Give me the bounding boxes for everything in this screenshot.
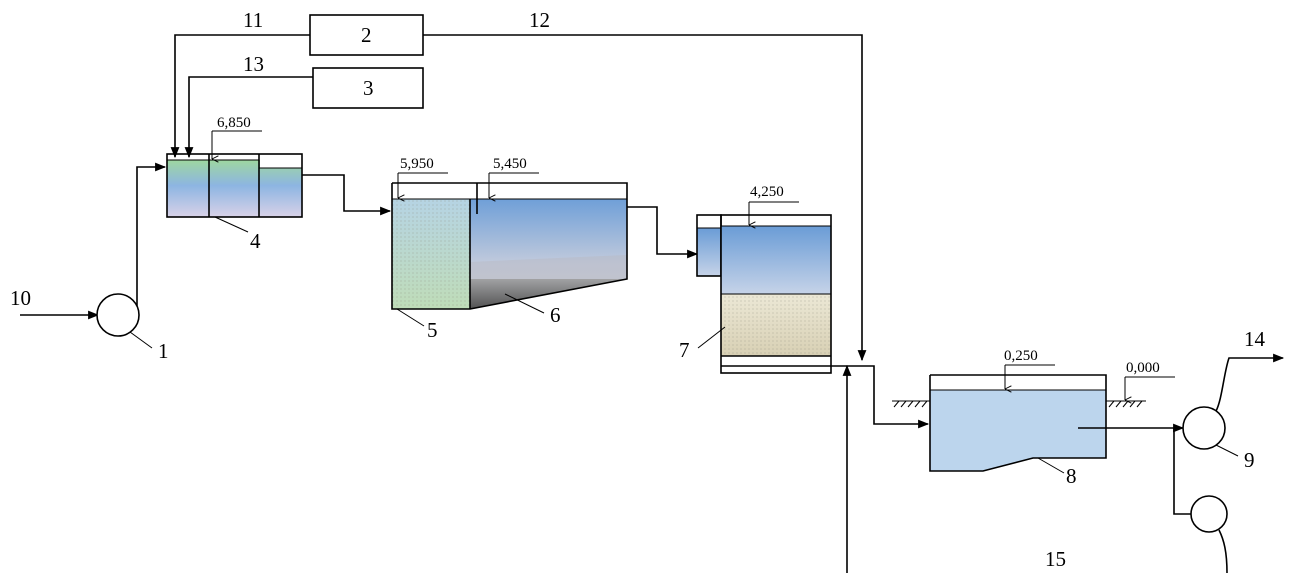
label-14: 14 xyxy=(1244,327,1266,351)
tank6-elevation-marker xyxy=(488,172,539,198)
label-3: 3 xyxy=(363,76,374,100)
label-1: 1 xyxy=(158,339,169,363)
tank-5 xyxy=(392,199,470,309)
tank-5-6-outline xyxy=(391,182,628,310)
line-14-outlet xyxy=(1215,353,1285,412)
leader-6 xyxy=(504,293,545,314)
leader-5 xyxy=(396,308,425,327)
tank-6 xyxy=(470,199,627,309)
leader-4 xyxy=(214,216,249,233)
label-11: 11 xyxy=(243,8,263,32)
ground-hatch-left xyxy=(892,400,930,408)
mixer-elevation-marker xyxy=(211,130,262,159)
pump-1 xyxy=(96,293,153,349)
line-pump1-to-mixer xyxy=(136,162,167,306)
label-8: 8 xyxy=(1066,464,1077,488)
reagent-box-3 xyxy=(312,67,424,109)
mixer-4 xyxy=(166,153,303,218)
line-12 xyxy=(423,34,867,362)
line-mixer-to-tank5 xyxy=(302,174,392,216)
pump-backwash xyxy=(1190,495,1228,573)
label-10: 10 xyxy=(10,286,31,310)
label-12: 12 xyxy=(529,8,550,32)
filter-7 xyxy=(696,214,862,374)
elevation-ground: 0,000 xyxy=(1126,360,1160,376)
label-2: 2 xyxy=(361,23,372,47)
elevation-filter: 4,250 xyxy=(750,184,784,200)
leader-8 xyxy=(1037,457,1065,474)
elevation-tank-6: 5,450 xyxy=(493,156,527,172)
elevation-tank-5: 5,950 xyxy=(400,156,434,172)
label-7: 7 xyxy=(679,338,690,362)
label-4: 4 xyxy=(250,229,261,253)
leader-7 xyxy=(697,326,726,349)
elevation-mixer: 6,850 xyxy=(217,115,251,131)
ground-hatch-right xyxy=(1106,400,1146,408)
elevation-tank-8: 0,250 xyxy=(1004,348,1038,364)
label-6: 6 xyxy=(550,303,561,327)
label-15: 15 xyxy=(1045,547,1066,571)
ground-elevation-marker xyxy=(1124,376,1175,400)
label-13: 13 xyxy=(243,52,264,76)
line-tank6-to-filter xyxy=(627,206,699,259)
tank-8 xyxy=(929,374,1107,472)
tank5-elevation-marker xyxy=(397,172,448,198)
label-5: 5 xyxy=(427,318,438,342)
filter-elevation-marker xyxy=(748,201,799,225)
line-13 xyxy=(184,76,313,159)
line-to-tank8 xyxy=(862,365,930,429)
line-11 xyxy=(170,34,310,159)
pump-9 xyxy=(1182,406,1239,457)
tank8-elevation-marker xyxy=(1004,364,1055,389)
line-tank8-outlet xyxy=(1078,423,1191,515)
label-9: 9 xyxy=(1244,448,1255,472)
